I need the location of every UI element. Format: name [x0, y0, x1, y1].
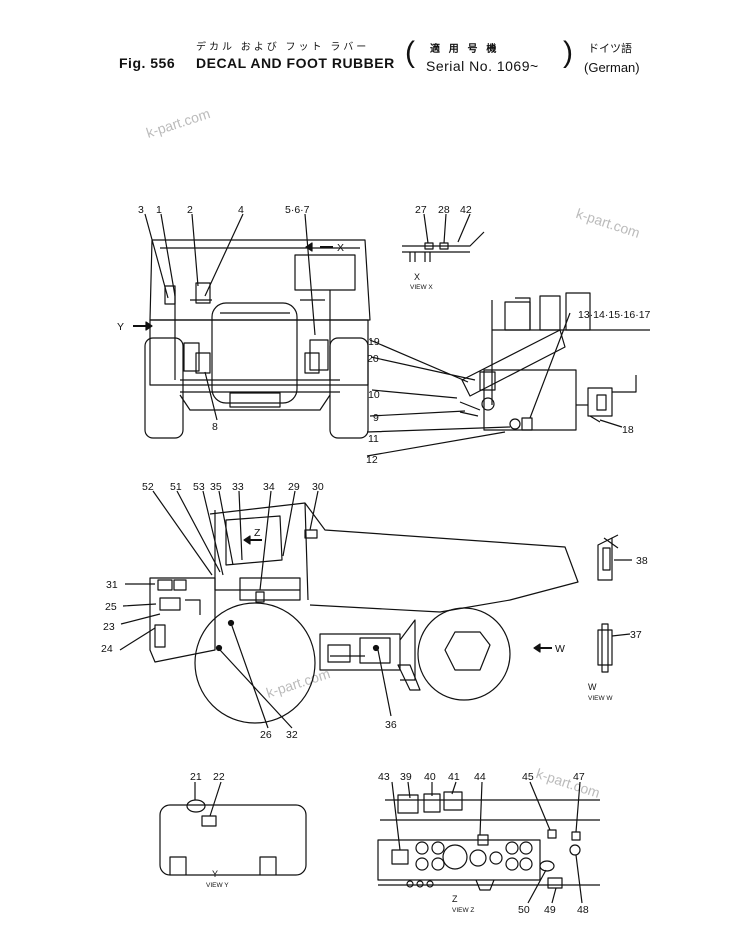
callout-29: 29	[288, 481, 300, 493]
open-paren: (	[405, 36, 415, 69]
callout-53: 53	[193, 481, 205, 493]
callout-27: 27	[415, 204, 427, 216]
callout-20: 20	[367, 353, 379, 365]
callout-1: 1	[156, 204, 162, 216]
callout-49: 49	[544, 904, 556, 916]
view-w-caption: VIEW W	[588, 695, 613, 702]
figure-number: Fig. 556	[119, 55, 176, 71]
arrow-label-y: Y	[117, 321, 124, 333]
callout-24: 24	[101, 643, 113, 655]
callout-25: 25	[105, 601, 117, 613]
callout-52: 52	[142, 481, 154, 493]
callout-4: 4	[238, 204, 244, 216]
callout-26: 26	[260, 729, 272, 741]
callout-3: 3	[138, 204, 144, 216]
callout-23: 23	[103, 621, 115, 633]
callout-51: 51	[170, 481, 182, 493]
rear-detail-view	[459, 292, 650, 431]
truck-side-view	[149, 502, 579, 724]
callout-21: 21	[190, 771, 202, 783]
truck-front-view	[144, 239, 371, 439]
arrow-label-w: W	[555, 643, 565, 655]
callout-35: 35	[210, 481, 222, 493]
callout-31: 31	[106, 579, 118, 591]
view-w-detail	[597, 534, 632, 673]
view-z-letter: Z	[452, 894, 458, 904]
callout-18: 18	[622, 424, 634, 436]
figure-title: DECAL AND FOOT RUBBER	[196, 55, 395, 71]
callout-43: 43	[378, 771, 390, 783]
view-w-letter: W	[588, 682, 597, 692]
callout-50: 50	[518, 904, 530, 916]
serial-label-japanese: 適 用 号 機	[430, 44, 500, 55]
callout-37: 37	[630, 629, 642, 641]
view-y-detail	[159, 781, 307, 876]
callout-2: 2	[187, 204, 193, 216]
view-y-letter: Y	[212, 869, 218, 879]
callout-47: 47	[573, 771, 585, 783]
callout-45: 45	[522, 771, 534, 783]
arrow-label-x: X	[337, 242, 344, 254]
callout-36: 36	[385, 719, 397, 731]
arrow-label-z: Z	[254, 527, 261, 539]
callout-33: 33	[232, 481, 244, 493]
callout-10: 10	[368, 389, 380, 401]
callout-22: 22	[213, 771, 225, 783]
language-label: (German)	[584, 60, 640, 75]
callout-48: 48	[577, 904, 589, 916]
callout-11: 11	[368, 433, 379, 445]
callout-12: 12	[366, 454, 378, 466]
callout-13-17: 13·14·15·16·17	[578, 309, 651, 321]
callout-5-6-7: 5·6·7	[285, 204, 310, 216]
callout-42: 42	[460, 204, 472, 216]
callout-38: 38	[636, 555, 648, 567]
callout-34: 34	[263, 481, 275, 493]
callout-44: 44	[474, 771, 486, 783]
callout-28: 28	[438, 204, 450, 216]
callout-30: 30	[312, 481, 324, 493]
callout-9: 9	[373, 412, 379, 424]
callout-39: 39	[400, 771, 412, 783]
view-x-letter: X	[414, 272, 420, 282]
callout-8: 8	[212, 421, 218, 433]
view-x-caption: VIEW X	[410, 284, 433, 291]
view-z-caption: VIEW Z	[452, 907, 474, 914]
view-y-caption: VIEW Y	[206, 882, 229, 889]
view-z-detail	[377, 781, 600, 904]
callout-32: 32	[286, 729, 298, 741]
callout-40: 40	[424, 771, 436, 783]
language-japanese: ドイツ語	[588, 43, 632, 55]
serial-range: Serial No. 1069~	[426, 58, 539, 74]
callout-19: 19	[368, 336, 380, 348]
view-x-detail	[402, 213, 485, 262]
title-japanese: デカル および フット ラバー	[196, 42, 370, 53]
close-paren: )	[563, 36, 573, 69]
callout-41: 41	[448, 771, 460, 783]
